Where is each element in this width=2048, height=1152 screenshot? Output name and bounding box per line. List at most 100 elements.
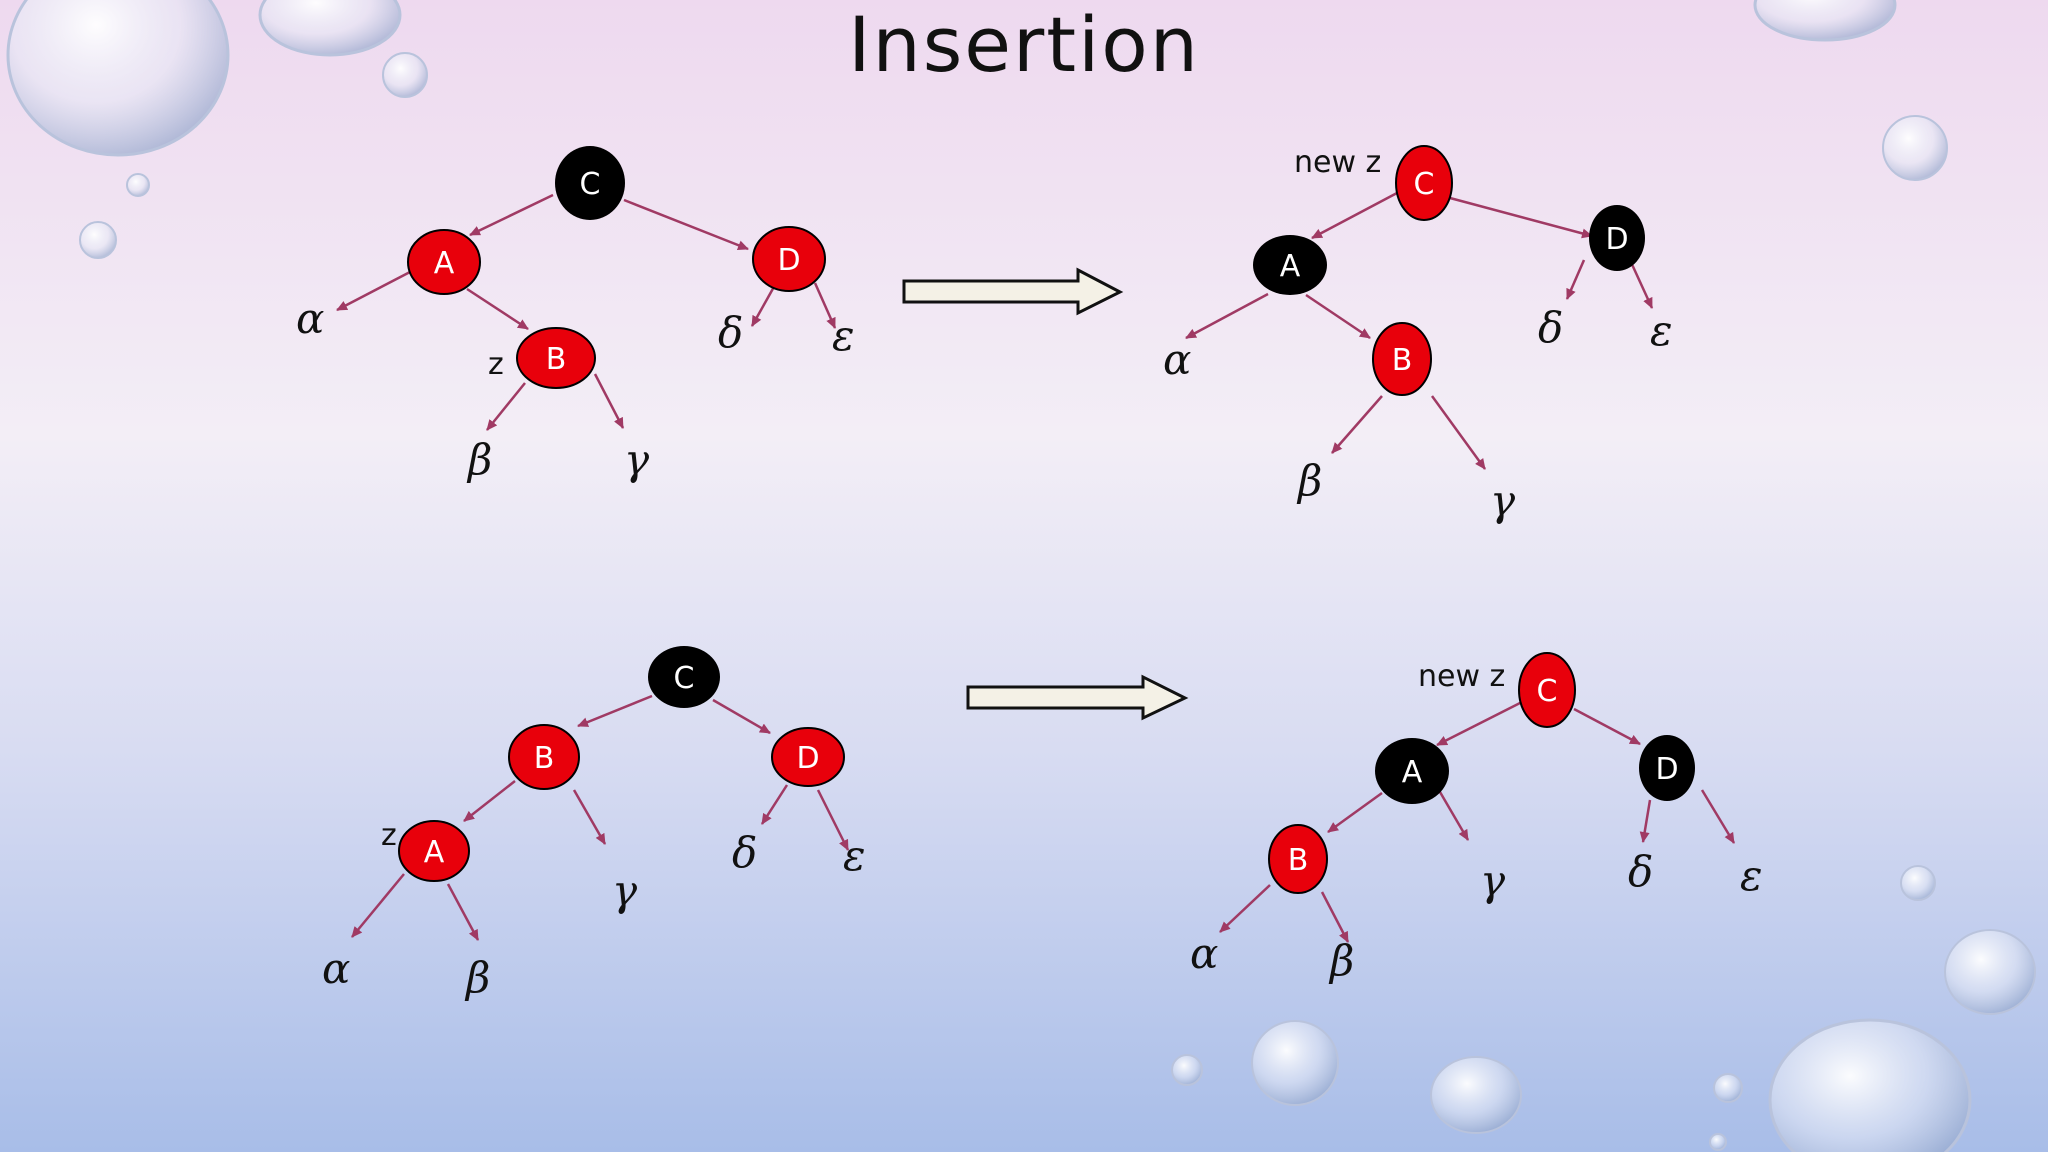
edge-a-alpha: [1185, 292, 1269, 340]
node-b-circle: [1268, 824, 1328, 894]
edge-b-gamma: [593, 373, 625, 429]
marker-z: z: [381, 818, 397, 853]
subtree-delta: δ: [732, 828, 757, 877]
node-a-label: A: [1280, 249, 1301, 284]
water-drop-icon: [1171, 1054, 1203, 1086]
diagram-top-after: C A D B new z α β γ δ ε: [1163, 145, 1673, 525]
edge-a-b: [1327, 791, 1383, 834]
node-b-label: B: [1392, 343, 1413, 378]
node-d: D: [1589, 205, 1645, 271]
water-drop-icon: [1900, 865, 1936, 901]
water-drop-icon: [1709, 1133, 1727, 1151]
marker-new-z: new z: [1418, 659, 1505, 694]
node-b-label: B: [546, 342, 567, 377]
edge-d-epsilon: [813, 282, 837, 329]
edge-c-d: [712, 698, 771, 735]
node-c-label: C: [1537, 674, 1558, 709]
subtree-alpha: α: [296, 294, 324, 343]
node-b-label: B: [1288, 843, 1309, 878]
node-a-circle: [1253, 235, 1327, 295]
node-d-circle: [1589, 205, 1645, 271]
diagram-bottom-before: C B D A z α β γ δ ε: [322, 646, 866, 1002]
subtree-beta: β: [464, 953, 490, 1002]
subtree-gamma: γ: [1490, 476, 1516, 525]
node-c: C: [555, 146, 625, 220]
edge-c-b: [577, 694, 653, 728]
node-a-label: A: [434, 246, 455, 281]
node-a-label: A: [1402, 755, 1423, 790]
edge-c-a: [1436, 700, 1523, 747]
subtree-alpha: α: [1190, 929, 1218, 978]
subtree-gamma: γ: [1480, 856, 1506, 905]
edge-c-d: [623, 198, 749, 251]
node-d: D: [771, 727, 845, 787]
subtree-alpha: α: [1163, 335, 1191, 384]
node-a-circle: [407, 229, 481, 295]
water-drops-decoration: [6, 0, 2036, 1152]
water-drop-icon: [6, 0, 230, 157]
edge-d-epsilon: [1628, 259, 1654, 309]
node-a-label: A: [424, 835, 445, 870]
water-drop-icon: [1944, 929, 2036, 1015]
edge-b-beta: [1331, 395, 1383, 454]
slide-title: Insertion: [848, 0, 1200, 89]
water-drop-icon: [1882, 115, 1948, 181]
node-b-circle: [1372, 322, 1432, 396]
node-b: B: [1372, 322, 1432, 396]
edge-a-alpha: [336, 270, 411, 312]
node-a: A: [1375, 738, 1449, 804]
node-a-circle: [1375, 738, 1449, 804]
edge-d-delta: [750, 284, 777, 327]
subtree-epsilon: ε: [1740, 851, 1763, 900]
node-b-label: B: [534, 741, 555, 776]
node-d-label: D: [1655, 752, 1678, 787]
transform-arrow-icon: [966, 674, 1189, 721]
edge-a-gamma: [1438, 791, 1470, 841]
node-c: C: [1395, 145, 1453, 221]
node-b: B: [1268, 824, 1328, 894]
subtree-beta: β: [1296, 456, 1322, 505]
edge-a-b: [1305, 293, 1371, 340]
node-a: A: [398, 820, 470, 882]
node-c-label: C: [580, 167, 601, 202]
node-c-circle: [1395, 145, 1453, 221]
water-drop-icon: [79, 221, 117, 259]
diagram-top-before: C A D B z α β γ δ ε: [296, 146, 855, 484]
node-d-label: D: [1605, 222, 1628, 257]
edge-b-gamma: [1430, 395, 1487, 470]
edge-a-b: [466, 287, 529, 331]
node-d-circle: [1639, 735, 1695, 801]
edge-d-delta: [1565, 259, 1586, 300]
edge-d-delta: [760, 784, 789, 825]
water-drop-icon: [258, 0, 402, 57]
edge-b-a: [463, 780, 516, 822]
edge-a-beta: [446, 883, 480, 941]
edge-b-beta: [1320, 891, 1350, 943]
node-c: C: [648, 646, 720, 708]
node-b: B: [516, 327, 596, 389]
subtree-delta: δ: [718, 308, 743, 357]
marker-new-z: new z: [1294, 145, 1381, 180]
node-c: C: [1518, 652, 1576, 728]
node-a-circle: [398, 820, 470, 882]
node-c-label: C: [1414, 167, 1435, 202]
node-c-label: C: [674, 661, 695, 696]
edge-b-beta: [486, 382, 526, 431]
water-drop-icon: [1768, 1018, 1972, 1152]
node-d-circle: [752, 226, 826, 292]
node-d-label: D: [777, 243, 800, 278]
subtree-epsilon: ε: [1650, 306, 1673, 355]
edge-c-a: [1311, 191, 1398, 240]
water-drop-icon: [126, 173, 150, 197]
node-b: B: [508, 724, 580, 790]
edge-c-d: [1573, 707, 1641, 746]
water-drop-icon: [1251, 1020, 1339, 1106]
edge-b-gamma: [572, 789, 607, 845]
subtree-delta: δ: [1628, 847, 1653, 896]
node-d: D: [1639, 735, 1695, 801]
water-drop-icon: [1713, 1073, 1743, 1103]
node-b-circle: [516, 327, 596, 389]
node-d-circle: [771, 727, 845, 787]
